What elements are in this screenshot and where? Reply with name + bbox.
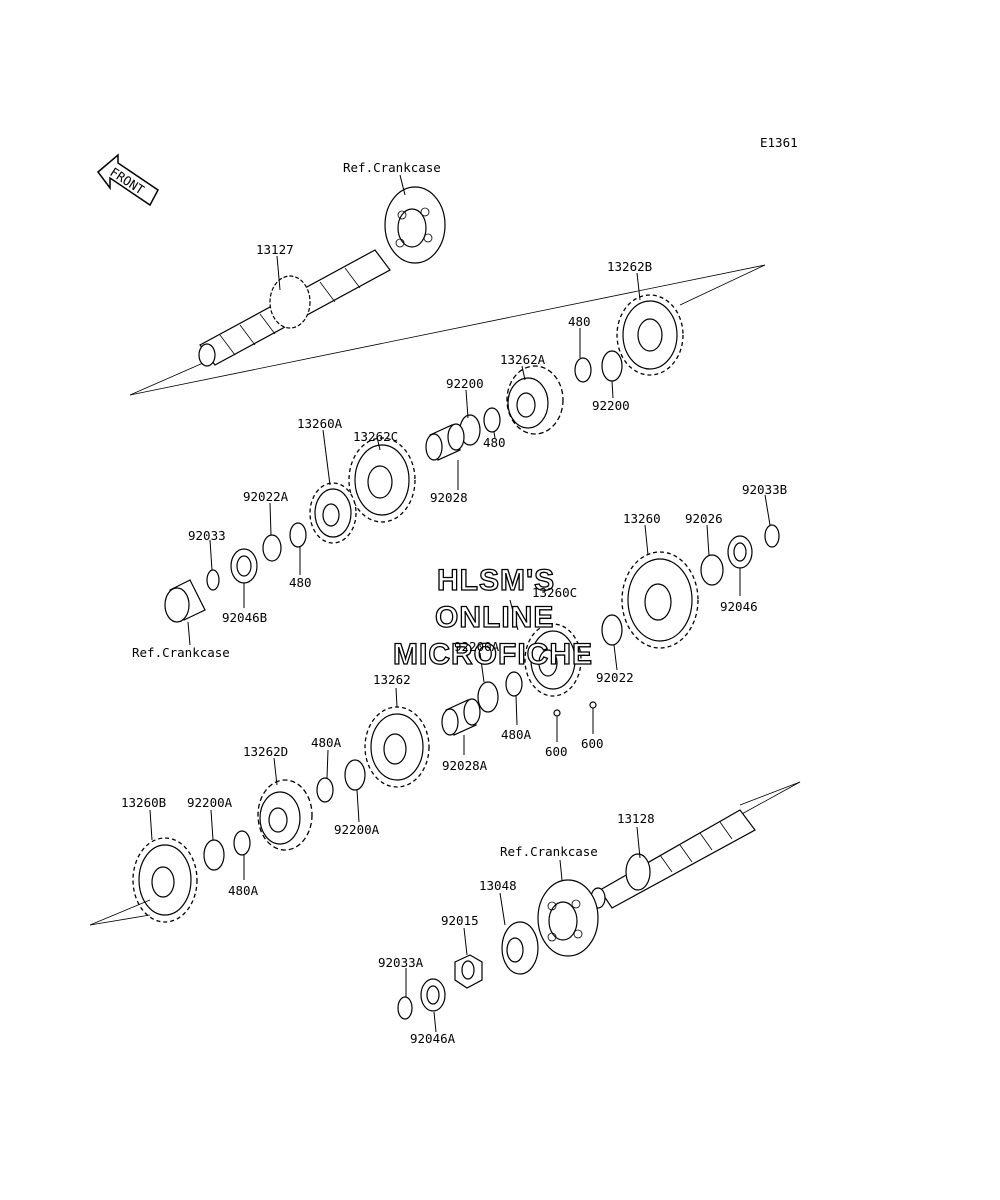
front-direction-arrow: FRONT xyxy=(96,153,159,207)
ball-600-right xyxy=(589,701,597,709)
watermark-line-2: ONLINE xyxy=(435,601,554,634)
washer-92022A xyxy=(262,534,282,562)
label-92022A: 92022A xyxy=(243,489,289,504)
gear-13262D xyxy=(257,779,313,851)
label-ref-crankcase-left: Ref.Crankcase xyxy=(132,645,230,660)
label-480A-lower: 480A xyxy=(228,883,259,898)
watermark-line-3: MICROFICHE xyxy=(393,638,593,671)
circlip-480-top xyxy=(574,357,592,383)
label-ref-crankcase-bottom: Ref.Crankcase xyxy=(500,844,598,859)
leader-lines xyxy=(149,174,771,1033)
label-13260A: 13260A xyxy=(297,416,343,431)
sprocket-hub-13048 xyxy=(501,921,539,975)
label-92022: 92022 xyxy=(596,670,634,685)
label-92028: 92028 xyxy=(430,490,468,505)
watermark-line-1: HLSM'S xyxy=(437,564,555,597)
label-92026: 92026 xyxy=(685,511,723,526)
circlip-92033B xyxy=(764,524,780,548)
label-600-left: 600 xyxy=(545,744,568,759)
label-92033: 92033 xyxy=(188,528,226,543)
label-92046B: 92046B xyxy=(222,610,267,625)
label-13262D: 13262D xyxy=(243,744,288,759)
label-ref-crankcase-top: Ref.Crankcase xyxy=(343,160,441,175)
gear-13260B xyxy=(132,837,198,923)
circlip-92033 xyxy=(206,569,220,591)
gear-13260A xyxy=(309,482,357,544)
part-labels: E1361 Ref.Crankcase 13127 13262B 480 132… xyxy=(121,135,798,1046)
crankcase-bearing-left xyxy=(164,579,206,623)
washer-92200-upper-right xyxy=(601,350,623,382)
label-480A-mid: 480A xyxy=(501,727,532,742)
ball-600-left xyxy=(553,709,561,717)
label-13260B: 13260B xyxy=(121,795,166,810)
label-92028A: 92028A xyxy=(442,758,488,773)
washer-92200A-right xyxy=(344,759,366,791)
label-13260: 13260 xyxy=(623,511,661,526)
label-92200-upper-right: 92200 xyxy=(592,398,630,413)
output-shaft-13128 xyxy=(590,809,756,909)
washer-92200A-left xyxy=(203,839,225,871)
label-13262B: 13262B xyxy=(607,259,652,274)
label-480A-upper: 480A xyxy=(311,735,342,750)
circlip-480-mid xyxy=(483,407,501,433)
label-13127: 13127 xyxy=(256,242,294,257)
circlip-480A-mid xyxy=(505,671,523,697)
label-92200A-right: 92200A xyxy=(334,822,380,837)
circlip-92033A xyxy=(397,996,413,1020)
label-92046: 92046 xyxy=(720,599,758,614)
washer-92022 xyxy=(601,614,623,646)
needle-bearing-92028A xyxy=(441,698,481,736)
needle-bearing-92046A xyxy=(420,978,446,1012)
label-13048: 13048 xyxy=(479,878,517,893)
circlip-480A-lower xyxy=(233,830,251,856)
gear-13260 xyxy=(621,551,699,649)
label-480-mid: 480 xyxy=(483,435,506,450)
input-shaft-13127 xyxy=(198,249,391,367)
diagram-code: E1361 xyxy=(760,135,798,150)
label-92200A-left: 92200A xyxy=(187,795,233,810)
label-13262C: 13262C xyxy=(353,429,398,444)
circlip-480A-upper xyxy=(316,777,334,803)
label-13260C: 13260C xyxy=(532,585,577,600)
label-600-right: 600 xyxy=(581,736,604,751)
watermark: HLSM'S ONLINE MICROFICHE xyxy=(392,563,593,671)
gear-13262C xyxy=(348,437,416,523)
label-92200A-mid: 92200A xyxy=(454,639,500,654)
label-480-low: 480 xyxy=(289,575,312,590)
gear-13262 xyxy=(364,706,430,788)
nut-92015 xyxy=(454,954,483,989)
label-92046A: 92046A xyxy=(410,1031,456,1046)
washer-92200A-mid xyxy=(477,681,499,713)
label-13128: 13128 xyxy=(617,811,655,826)
label-92033A: 92033A xyxy=(378,955,424,970)
gear-13260C xyxy=(524,623,582,697)
gear-13262A xyxy=(506,365,564,435)
crankcase-bearing-top xyxy=(384,186,446,264)
needle-bearing-92028 xyxy=(425,423,465,461)
label-13262: 13262 xyxy=(373,672,411,687)
label-13262A: 13262A xyxy=(500,352,546,367)
washer-92026 xyxy=(700,554,724,586)
label-92200-upper-left: 92200 xyxy=(446,376,484,391)
circlip-480-low xyxy=(289,522,307,548)
crankcase-bearing-bottom xyxy=(537,879,599,957)
label-92033B: 92033B xyxy=(742,482,787,497)
needle-bearing-92046 xyxy=(727,535,753,569)
label-480-top: 480 xyxy=(568,314,591,329)
needle-bearing-92046B xyxy=(230,548,258,584)
label-92015: 92015 xyxy=(441,913,479,928)
gear-13262B xyxy=(616,294,684,376)
